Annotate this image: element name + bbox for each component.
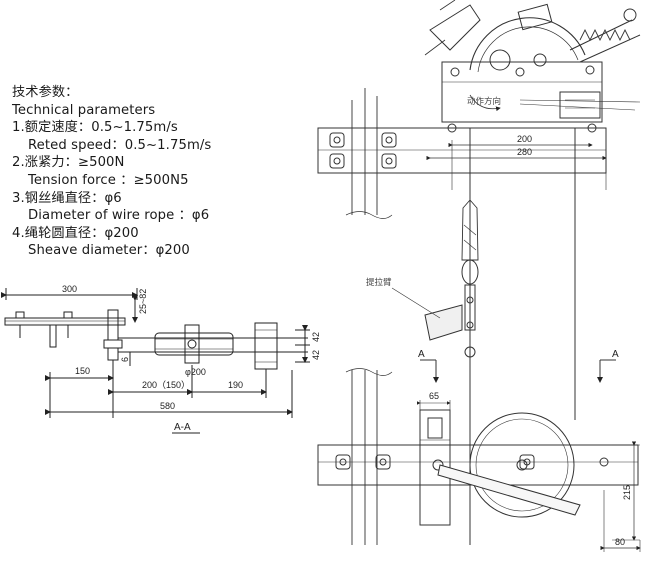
param-rope-cn: 3.钢丝绳直径：φ6 bbox=[12, 190, 122, 206]
dim-phi200-side: φ200 bbox=[185, 367, 206, 377]
dim-80: 80 bbox=[615, 537, 625, 547]
dim-42-top: 42 bbox=[311, 332, 321, 342]
dim-150: 150 bbox=[75, 366, 90, 376]
side-view-a-a bbox=[1, 288, 310, 434]
dim-580: 580 bbox=[160, 401, 175, 411]
dim-200-150: 200（150） bbox=[142, 380, 190, 390]
section-marker-left: A bbox=[418, 349, 425, 360]
section-marker-right: A bbox=[612, 349, 619, 360]
param-speed-en: Reted speed：0.5~1.75m/s bbox=[28, 137, 212, 153]
param-rope-en: Diameter of wire rope ：φ6 bbox=[28, 208, 210, 224]
lifting-arm-label: 提拉臂 bbox=[366, 277, 392, 288]
param-sheave-cn: 4.绳轮圆直径：φ200 bbox=[12, 225, 139, 241]
param-tension-en: Tension force ：≥500N5 bbox=[28, 172, 189, 188]
direction-label: 动作方向 bbox=[467, 96, 501, 107]
dim-25-82: 25~82 bbox=[138, 289, 148, 314]
dim-215: 215 bbox=[622, 485, 632, 500]
dim-42-bottom: 42 bbox=[311, 350, 321, 360]
dim-200-main: 200 bbox=[517, 134, 532, 144]
section-label-a-a: A-A bbox=[174, 422, 191, 433]
params-heading-cn: 技术参数： bbox=[12, 85, 79, 100]
dim-65: 65 bbox=[429, 391, 439, 401]
param-speed-cn: 1.额定速度：0.5~1.75m/s bbox=[12, 120, 178, 136]
dim-190: 190 bbox=[228, 380, 243, 390]
dim-280: 280 bbox=[517, 147, 532, 157]
param-sheave-en: Sheave diameter：φ200 bbox=[28, 243, 190, 259]
params-heading-en: Technical parameters bbox=[12, 102, 156, 118]
main-view bbox=[317, 0, 641, 552]
param-tension-cn: 2.涨紧力：≥500N bbox=[12, 155, 125, 171]
dim-300: 300 bbox=[62, 284, 77, 294]
technical-parameters: 技术参数： Technical parameters 1.额定速度：0.5~1.… bbox=[12, 84, 262, 260]
dim-6: 6 bbox=[120, 357, 130, 362]
